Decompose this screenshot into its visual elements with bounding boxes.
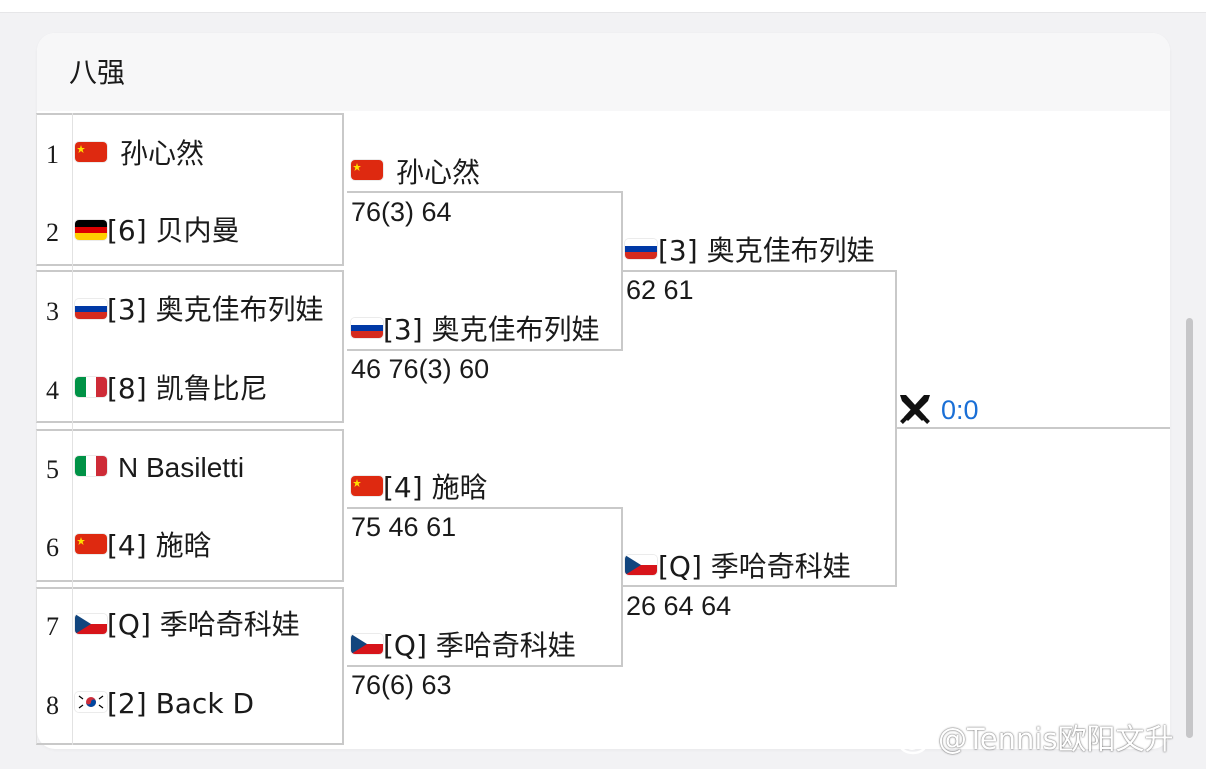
player-name[interactable]: [2] Back D [107, 687, 254, 720]
section-title: 八强 [69, 56, 126, 89]
china-flag-icon [75, 534, 107, 554]
match-score: 76(3) 64 [351, 197, 452, 227]
r1-match-box[interactable] [36, 113, 344, 266]
seed-number: 5 [46, 455, 59, 484]
china-flag-icon [351, 476, 383, 496]
player-name[interactable]: [3] 奥克佳布列娃 [658, 234, 875, 267]
player-name[interactable]: N Basiletti [118, 452, 245, 483]
russia-flag-icon [351, 318, 383, 338]
germany-flag-icon [75, 220, 107, 240]
r1-match-box[interactable] [36, 429, 344, 582]
seed-number: 1 [46, 140, 59, 169]
czech-flag-icon [625, 555, 657, 575]
match-score: 62 61 [626, 275, 694, 305]
player-name[interactable]: [Q] 季哈奇科娃 [107, 608, 300, 641]
previous-card-edge [0, 0, 1206, 13]
bracket-line [347, 191, 623, 193]
match-score: 26 64 64 [626, 591, 732, 621]
watermark: @Tennis欧阳文升 [938, 722, 1174, 756]
seed-number: 7 [46, 612, 59, 641]
seed-number: 6 [46, 533, 59, 562]
czech-flag-icon [75, 614, 107, 634]
bracket-card: 八强 [37, 33, 1170, 749]
player-name[interactable]: 孙心然 [120, 137, 205, 170]
r1-match-box[interactable] [36, 587, 344, 745]
player-name[interactable]: [3] 奥克佳布列娃 [107, 293, 324, 326]
korea-flag-icon [75, 692, 107, 712]
bracket-line [623, 585, 897, 587]
player-name[interactable]: [3] 奥克佳布列娃 [383, 313, 600, 346]
bracket-line [347, 665, 623, 667]
bracket-line [623, 270, 897, 272]
player-name[interactable]: [6] 贝内曼 [107, 214, 240, 247]
r1-match-box[interactable] [36, 270, 344, 423]
bracket-line [895, 270, 897, 587]
bracket-line [621, 507, 623, 667]
seed-number: 4 [46, 376, 59, 405]
player-name[interactable]: [4] 施晗 [107, 529, 212, 562]
italy-flag-icon [75, 377, 107, 397]
match-score: 46 76(3) 60 [351, 354, 490, 384]
card-header: 八强 [37, 33, 1170, 111]
china-flag-icon [75, 142, 107, 162]
final-score-link[interactable]: 0:0 [941, 395, 979, 425]
czech-flag-icon [351, 634, 383, 654]
seed-number: 8 [46, 691, 59, 720]
russia-flag-icon [625, 239, 657, 259]
seed-number: 2 [46, 218, 59, 247]
seed-divider [72, 113, 73, 745]
player-name[interactable]: [4] 施晗 [383, 471, 488, 504]
bracket-line [621, 191, 623, 351]
player-name[interactable]: [Q] 季哈奇科娃 [383, 629, 576, 662]
crossed-swords-icon [900, 395, 930, 424]
china-flag-icon [351, 160, 383, 180]
match-score: 75 46 61 [351, 512, 457, 542]
italy-flag-icon [75, 456, 107, 476]
bracket-line [347, 349, 623, 351]
player-name[interactable]: [8] 凯鲁比尼 [107, 372, 268, 405]
scrollbar[interactable] [1186, 318, 1193, 738]
seed-number: 3 [46, 297, 59, 326]
bracket-line [347, 507, 623, 509]
match-score: 76(6) 63 [351, 670, 452, 700]
player-name[interactable]: [Q] 季哈奇科娃 [658, 550, 851, 583]
player-name[interactable]: 孙心然 [396, 156, 481, 189]
weibo-logo-icon [898, 728, 933, 755]
russia-flag-icon [75, 299, 107, 319]
bracket-line [897, 427, 1170, 429]
